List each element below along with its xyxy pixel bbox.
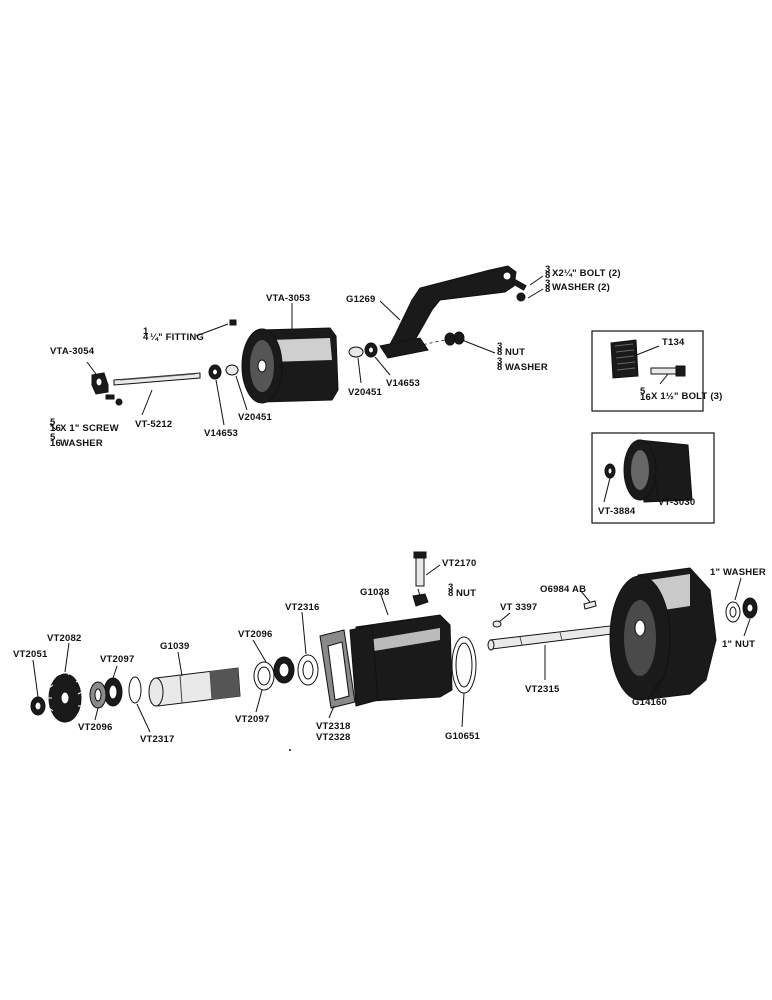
svg-text:16: 16 (50, 438, 61, 449)
label-g10651: G10651 (445, 731, 481, 742)
seal-g10651 (451, 636, 477, 694)
washer-v14653-left (208, 364, 222, 380)
svg-text:16: 16 (640, 392, 651, 403)
label-g1269: G1269 (346, 294, 376, 305)
label-bolt-x2: X2¼" BOLT (2) (552, 268, 621, 279)
nut-1in (742, 597, 758, 619)
label-g1038: G1038 (360, 587, 390, 598)
race-vt2097-right (253, 661, 275, 691)
inset-vt3030 (591, 432, 715, 524)
label-vt2315: VT2315 (525, 684, 560, 695)
label-vt3397: VT 3397 (500, 602, 537, 613)
label-screw: X 1" SCREW (60, 423, 119, 434)
housing-g1038 (349, 614, 453, 707)
label-vt2096-a: VT2096 (238, 629, 272, 640)
bracket-g1269 (379, 265, 517, 359)
svg-text:1: 1 (143, 326, 149, 337)
svg-text:3: 3 (497, 341, 502, 352)
screw-and-washer (105, 394, 123, 406)
label-washer-screw: WASHER (60, 438, 103, 449)
svg-text:8: 8 (497, 347, 502, 358)
svg-text:3: 3 (497, 356, 502, 367)
stray-dot (289, 749, 291, 751)
spacer-v20451-left (225, 364, 239, 376)
cap-vta3054 (91, 372, 109, 395)
label-vt3030: VT-3030 (658, 497, 695, 508)
shaft-vt2315 (487, 625, 613, 651)
label-g14160: G14160 (632, 697, 667, 708)
washer-v14653-right (364, 342, 378, 358)
label-vt5212: VT-5212 (135, 419, 172, 430)
label-nut-1in: 1" NUT (722, 639, 755, 650)
svg-text:16: 16 (50, 423, 61, 434)
label-t134: T134 (662, 337, 685, 348)
label-v20451-b: V20451 (348, 387, 382, 398)
leader-lines (32, 275, 751, 733)
label-vt2170: VT2170 (442, 558, 476, 569)
label-washer-2: WASHER (2) (552, 282, 610, 293)
key-vt3397 (492, 620, 502, 628)
label-g1039: G1039 (160, 641, 190, 652)
gasket-vt2318 (319, 629, 356, 709)
label-vt2317: VT2317 (140, 734, 174, 745)
bearing-stack-left (89, 677, 123, 709)
svg-text:5: 5 (50, 417, 56, 428)
nut-and-washer-bracket (444, 331, 465, 346)
ring-vt2316 (297, 654, 319, 686)
svg-text:5: 5 (50, 432, 56, 443)
label-fitting: ¼" FITTING (150, 332, 204, 343)
part-labels: 3 8 X2¼" BOLT (2) 3 8 WASHER (2) VTA-305… (13, 264, 766, 745)
svg-text:4: 4 (143, 332, 149, 343)
spacer-v20451-right (348, 346, 364, 358)
label-washer-1in: 1" WASHER (710, 567, 766, 578)
drum-g14160 (609, 567, 717, 701)
svg-text:5: 5 (640, 386, 646, 397)
nut-vt2170 (412, 593, 429, 607)
svg-text:3: 3 (545, 264, 550, 275)
svg-text:3: 3 (448, 582, 453, 593)
bolt-and-washer (510, 278, 527, 302)
label-vt2097-a: VT2097 (100, 654, 134, 665)
bearing-vt2096-top (273, 656, 295, 684)
label-vt2328: VT2328 (316, 732, 350, 743)
shaft-vt5212 (113, 372, 201, 386)
svg-text:8: 8 (545, 270, 550, 281)
inset-t134 (591, 330, 704, 412)
label-vt2316: VT2316 (285, 602, 319, 613)
svg-text:3: 3 (545, 278, 550, 289)
label-bolt-3: X 1½" BOLT (3) (651, 391, 723, 402)
label-vt2082: VT2082 (47, 633, 81, 644)
label-nut-small: NUT (505, 347, 525, 358)
svg-text:8: 8 (448, 588, 453, 599)
nut-vt2051 (30, 696, 46, 716)
bolt-vt2170 (413, 551, 427, 587)
svg-text:8: 8 (497, 362, 502, 373)
label-nut-vt2170: NUT (456, 588, 476, 599)
label-vt2096-b: VT2096 (78, 722, 112, 733)
label-v14653-b: V14653 (386, 378, 420, 389)
key-o6984ab (583, 600, 597, 610)
label-o6984ab: O6984 AB (540, 584, 586, 595)
label-v20451-a: V20451 (238, 412, 272, 423)
bevel-gear-vt2082 (48, 670, 83, 727)
label-v14653-a: V14653 (204, 428, 238, 439)
label-vta3054: VTA-3054 (50, 346, 95, 357)
label-vta3053: VTA-3053 (266, 293, 310, 304)
ring-vt2317 (128, 676, 142, 704)
label-vt3884: VT-3884 (598, 506, 636, 517)
label-vt2051: VT2051 (13, 649, 48, 660)
label-washer-small: WASHER (505, 362, 548, 373)
grease-fitting (229, 319, 237, 326)
svg-text:8: 8 (545, 284, 550, 295)
sleeve-g1039 (148, 667, 241, 707)
pulley-vta3053 (241, 327, 339, 404)
label-vt2097-b: VT2097 (235, 714, 269, 725)
label-vt2318: VT2318 (316, 721, 350, 732)
washer-1in (725, 601, 741, 623)
